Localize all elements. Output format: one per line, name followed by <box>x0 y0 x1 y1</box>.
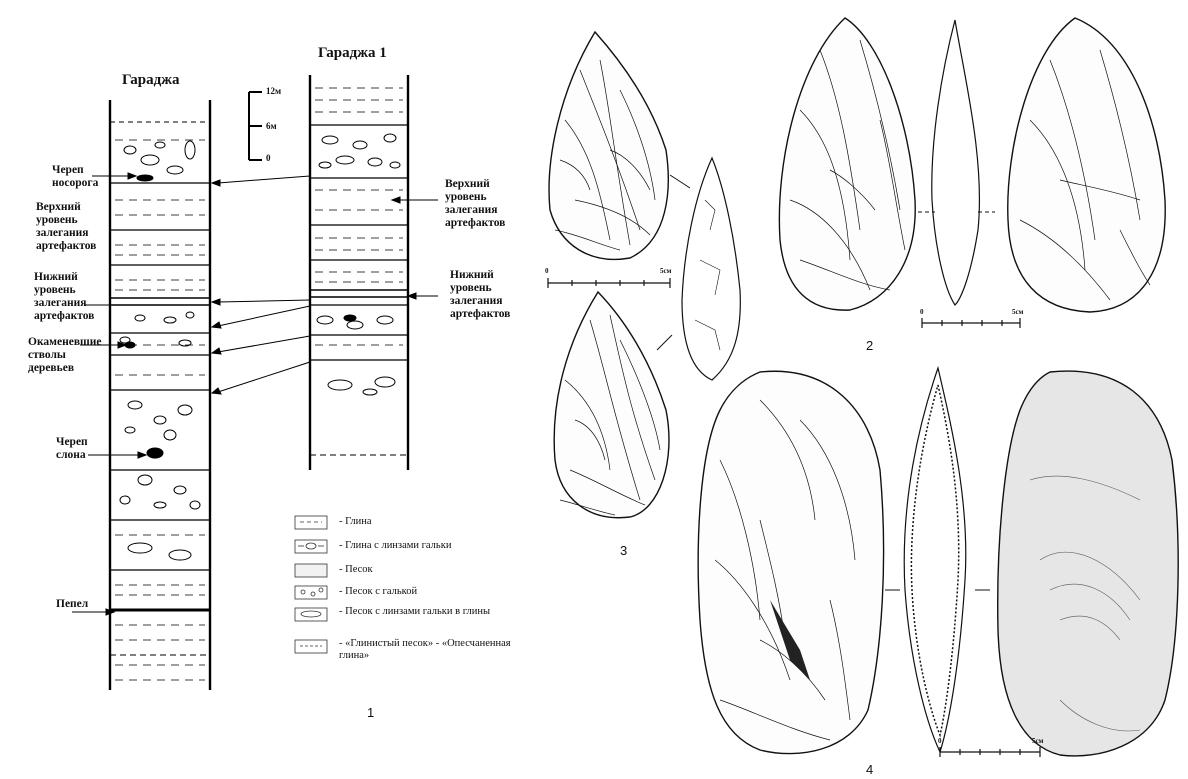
tool-scale-zero-fig4: 0 <box>938 737 942 745</box>
figure-number-3: 3 <box>620 543 627 558</box>
label-ash: Пепел <box>56 598 88 611</box>
figure-number-1: 1 <box>367 705 374 720</box>
tool-fig4-right <box>998 371 1178 756</box>
tool-fig4-profile <box>885 368 990 752</box>
column-garadzha-1 <box>310 75 408 470</box>
figure-number-4: 4 <box>866 762 873 777</box>
label-lower-level-right: Нижний уровень залегания артефактов <box>450 269 510 321</box>
label-upper-level-right: Верхний уровень залегания артефактов <box>445 178 505 230</box>
tool-fig3-top <box>549 32 668 259</box>
label-upper-level-left: Верхний уровень залегания артефактов <box>36 201 96 253</box>
label-lower-level-left: Нижний уровень залегания артефактов <box>34 271 94 323</box>
tool-scale-label-fig4: 5см <box>1032 737 1043 745</box>
column-garadzha <box>110 100 210 690</box>
label-rhino-skull: Череп носорога <box>52 164 98 190</box>
tool-scale-label-fig3: 5см <box>660 267 671 275</box>
label-petrified-trunks: Окаменевшие стволы деревьев <box>28 336 101 375</box>
vertical-scale-bar <box>249 92 262 160</box>
tool-scale-zero-fig2: 0 <box>920 308 924 316</box>
tool-fig2-profile <box>918 20 995 305</box>
tool-scale-label-fig2: 5см <box>1012 308 1023 316</box>
tool-fig4-left <box>698 371 883 753</box>
tool-fig3-bottom <box>554 292 669 518</box>
tool-fig2-right <box>1008 18 1165 312</box>
tool-fig2-left <box>779 18 915 310</box>
tool-scale-zero-fig3: 0 <box>545 267 549 275</box>
legend-symbols <box>295 516 327 653</box>
figure-number-2: 2 <box>866 338 873 353</box>
label-elephant-skull: Череп слона <box>56 436 88 462</box>
